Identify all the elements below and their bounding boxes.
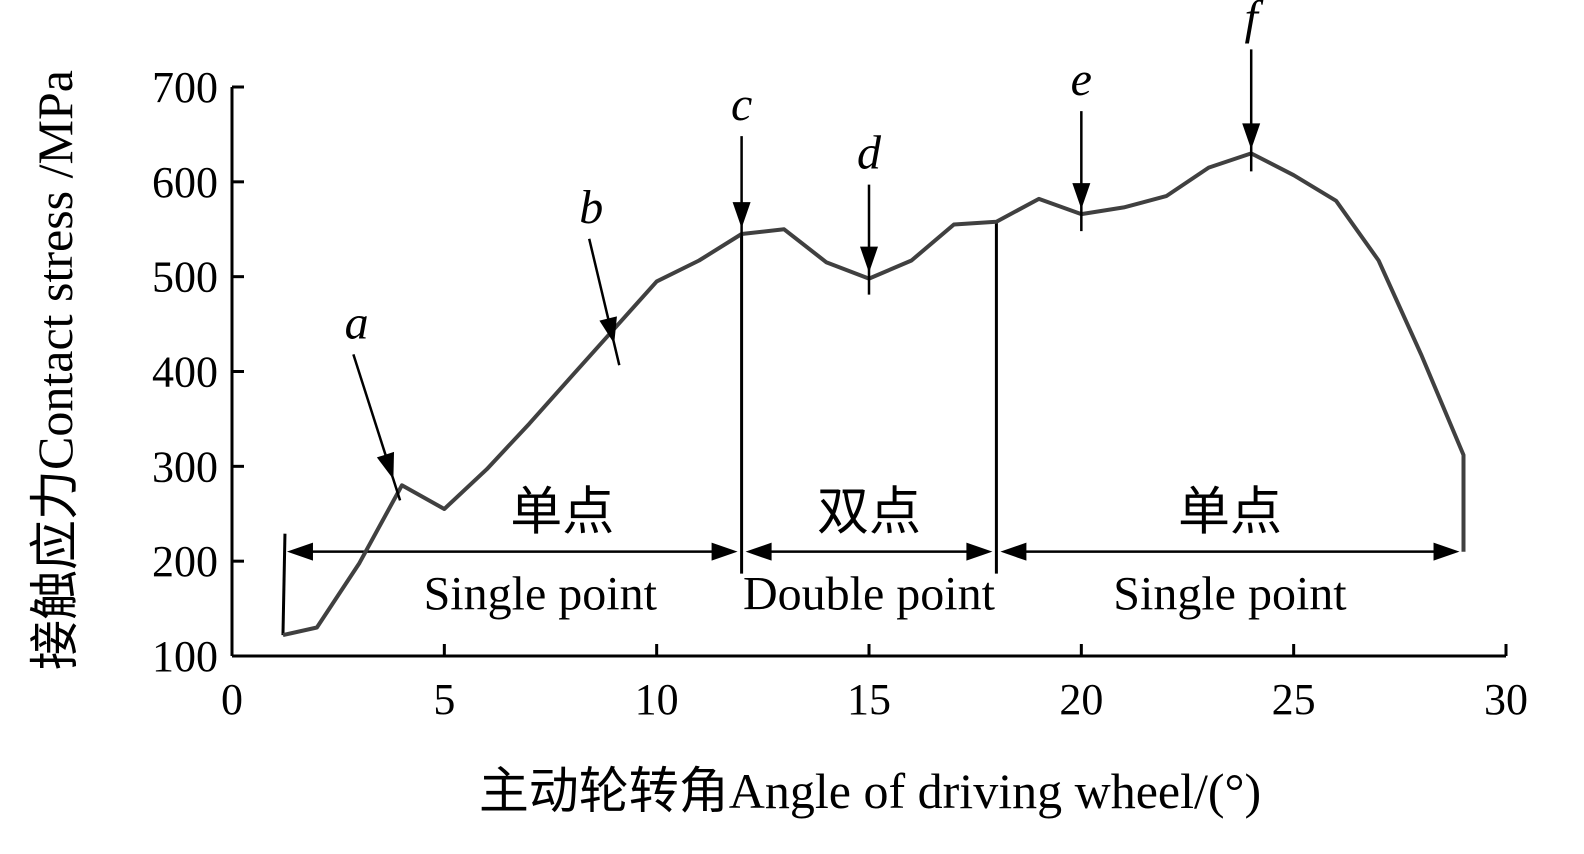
series-line-0 <box>282 151 1466 638</box>
annotation-label-c: c <box>731 78 752 131</box>
annotation-arrow-head <box>1072 183 1091 210</box>
region-label-cn: 单点 <box>1178 483 1282 543</box>
regions: 单点 Single point 双点 Double point 单点 Single poi… <box>281 221 1460 636</box>
x-tick-label: 5 <box>433 675 455 724</box>
annotation-label-e: e <box>1071 53 1092 106</box>
region-label-en: Single point <box>424 568 658 621</box>
x-tick-label: 20 <box>1059 675 1103 724</box>
annotations: a b c d e f <box>345 0 1264 501</box>
annotation-arrow-head <box>732 202 751 229</box>
y-axis-title: 接触应力Contact stress /MPa <box>27 70 83 670</box>
y-tick-label: 200 <box>152 537 218 586</box>
left-boundary-line <box>281 533 287 636</box>
ticks: 0 5 10 15 20 25 30 100 200 300 400 500 600 700 <box>152 63 1528 724</box>
annotation-label-f: f <box>1245 0 1264 44</box>
x-tick-label: 15 <box>847 675 891 724</box>
series <box>282 151 1466 638</box>
annotation-arrow-head <box>1242 123 1261 150</box>
y-tick-label: 500 <box>152 253 218 302</box>
x-tick-label: 30 <box>1484 675 1528 724</box>
annotation-arrow-head <box>376 451 395 480</box>
annotation-label-d: d <box>857 127 882 180</box>
region-arrow-head-left <box>1000 542 1027 561</box>
annotation-label-a: a <box>345 296 369 349</box>
y-tick-label: 300 <box>152 442 218 491</box>
region-arrow-head-right <box>966 542 993 561</box>
region-arrow-head-right <box>711 542 738 561</box>
region-label-en: Single point <box>1113 568 1347 621</box>
annotation-label-b: b <box>579 181 603 234</box>
y-tick-label: 700 <box>152 63 218 112</box>
y-tick-label: 400 <box>152 348 218 397</box>
x-axis-title: 主动轮转角Angle of driving wheel/(°) <box>479 763 1261 819</box>
annotation-arrow-shaft <box>587 238 621 366</box>
region-arrow-head-right <box>1433 542 1460 561</box>
region-label-cn: 双点 <box>817 483 921 543</box>
y-tick-label: 100 <box>152 632 218 681</box>
region-arrow-head-left <box>286 542 313 561</box>
annotation-arrow-head <box>860 246 878 273</box>
x-tick-label: 25 <box>1272 675 1316 724</box>
x-tick-label: 0 <box>221 675 243 724</box>
x-tick-label: 10 <box>635 675 679 724</box>
region-arrow-head-left <box>745 542 772 561</box>
annotation-arrow-head <box>599 316 617 344</box>
region-label-cn: 单点 <box>510 483 614 543</box>
y-tick-label: 600 <box>152 158 218 207</box>
region-label-en: Double point <box>743 568 996 621</box>
